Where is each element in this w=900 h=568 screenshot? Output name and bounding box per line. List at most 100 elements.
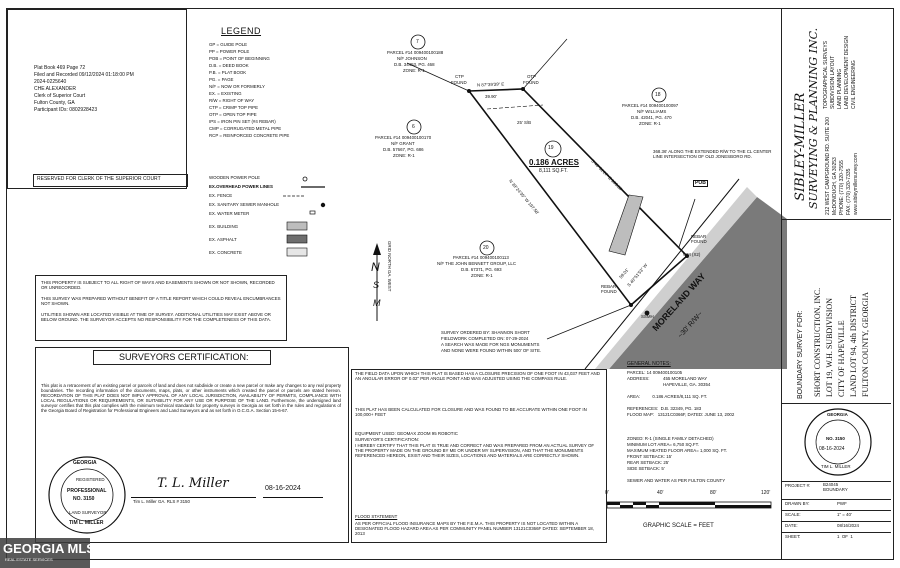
certification-title-box [93,350,271,365]
company-city: McDONOUGH, GA 30253 [832,157,838,215]
recording-line: CHE ALEXANDER [34,86,76,92]
recording-line: Filed and Recorded 09/12/2024 01:18:00 P… [34,72,134,78]
title-seal-state: GEORGIA [827,412,848,417]
parcel-number: 18 [655,92,661,98]
north-n: N [371,260,380,274]
signature: T. L. Miller [157,476,229,491]
survey-info-line: AND NONE WERE FOUND WITHIN 500' OF SITE. [441,348,542,353]
project-row-label: PROJECT #: [785,483,811,488]
parcel-20-line: N/F THE JOHN BENNETT GROUP, LLC [437,261,517,266]
otp-label: OTP [527,74,537,79]
service-item: CIVIL ENGINEERING [851,60,857,109]
parcel-circle [651,87,667,103]
survey-info-line: FIELDWORK COMPLETED ON: 07-29-2024 [441,336,529,341]
closure-text: EQUIPMENT USED: GEOMAX ZOOM 95 ROBOTIC [355,431,458,436]
company-address: 212 WEST CAMPGROUND RD. SUITE 200 [825,117,831,215]
gn-flood-map: FLOOD MAP: 13121C0366F, DATED: JUNE 13, … [627,412,735,417]
north-m: M [373,298,381,308]
legend-symbol-label: EX. ASPHALT [209,237,237,242]
recording-line: 2024-0225640 [34,79,67,85]
project-row-value: 08/16/2024 [837,523,859,528]
north-bearing: N 87°39'39" E [476,81,505,88]
parcel-7-line: PARCEL #14 009400100188 [387,50,444,55]
pob-pointer [678,198,696,248]
gn-parcel: PARCEL: 14 009400100105 [627,370,683,375]
project-row-value: 1 OF 1 [837,534,853,539]
water-meter-icon [309,210,316,215]
building-swatch-icon [286,221,308,231]
parcel-18-line: N/F WILLIAMS [637,109,667,114]
mls-brand: GEORGIA MLS [3,541,95,556]
parcel-number: 6 [412,124,415,130]
parcel-circle [410,34,426,50]
parcel-number: 7 [416,39,419,45]
company-subtitle: SURVEYING & PLANNING INC. [807,27,820,209]
closure-text: SURVEYOR'S CERTIFICATION: [355,437,420,442]
legend-item: POB = POINT OF BEGINNING [209,56,270,61]
scale-tick: 0' [605,490,609,496]
client-name: SHORT CONSTRUCTION, INC. [813,287,822,397]
legend-item: CTP = CRIMP TOP PIPE [209,105,259,110]
reserved-clerk-box [33,174,188,187]
water-meter-label: WM (X2) [683,252,701,257]
boundary-survey-for: BOUNDARY SURVEY FOR: [797,310,804,399]
seal-professional: PROFESSIONAL [67,488,107,494]
gn-min-lot: MINIMUM LOT AREA= 6,750 SQ.FT. [627,442,700,447]
road-asphalt [609,197,787,369]
certification-box [35,347,349,543]
parcel-20-line: ZONE: R-1 [471,273,493,278]
county: FULTON COUNTY, GEORGIA [861,292,870,397]
georgia-seal [48,456,126,534]
survey-info-line: SURVEY ORDERED BY: SHANNON SHORT [441,330,530,335]
project-row-label: SHEET: [785,534,801,539]
legend-item: CMP = CORRUGATED METAL PIPE [209,126,282,131]
ssmh-label: SSMH [641,314,654,319]
gn-side: SIDE SETBACK: 5' [627,466,665,471]
title-divider [781,219,891,220]
legend-item: PP = POWER POLE [209,49,250,54]
gn-max-heated: MAXIMUM HEATED FLOOR AREA= 1,000 SQ. FT. [627,448,728,453]
reserved-clerk-label: RESERVED FOR CLERK OF THE SUPERIOR COURT [37,176,161,182]
north-arrow-head-icon [373,243,381,255]
rebar-found-marker [629,303,633,307]
closure-text: THIS PLAT HAS BEEN CALCULATED FOR CLOSUR… [355,407,587,418]
parcel-circle [406,119,422,135]
legend-symbol-label: EX. CONCRETE [209,250,242,255]
legend-item: IPS = IRON PIN SET (#4 REBAR) [209,119,276,124]
certification-body: This plat is a retracement of an existin… [41,383,341,414]
recording-line: Fulton County, GA [34,100,75,106]
flood-title: FLOOD STATEMENT [355,514,398,519]
disclaimers-box [35,275,287,341]
gn-area: AREA: 0.186 ACRES/8,111 SQ. FT. [627,394,708,399]
certification-title: SURVEYORS CERTIFICATION: [119,352,249,362]
road-shoulder [595,187,757,369]
land-lot: LAND LOT 94, 4th DISTRICT [849,295,858,397]
project-row-label: DRAWN BY: [785,501,810,506]
graphic-scale-bar [607,501,772,509]
company-web: www.sibleymillersurvey.com [853,153,859,215]
title-seal-date: 08-16-2024 [819,446,845,452]
project-row-label: DATE: [785,523,798,528]
legend-item: OTP = OPEN TOP PIPE [209,112,257,117]
ctp-label: CTP [455,74,464,79]
lot-sqft: 8,111 SQ.FT. [539,168,568,174]
seal-number: NO. 3150 [73,496,95,502]
north-s: S [373,280,380,290]
legend-item: EX. = EXISTING [209,91,242,96]
disclaimer: THIS SURVEY WAS PREPARED WITHOUT BENEFIT… [41,296,281,307]
service-item: TOPOGRAPHICAL SURVEYS [823,41,829,109]
title-seal-name: TIM L. MILLER [821,464,851,469]
legend-symbol-label: EX. BUILDING [209,224,239,229]
setback-label: 25' S/B [517,120,532,125]
company-fax: FAX: (770) 320-7335 [846,168,852,215]
right-of-way-line [584,178,740,369]
otp-found-label: FOUND [523,80,539,85]
grid-north-label: GRID NORTH GA. WEST [387,241,392,292]
date-line [263,497,323,498]
legend-item: RCP = REINFORCED CONCRETE PIPE [209,133,290,138]
gn-address-1: 455 MORELAND WAY [663,376,708,381]
parcel-7-line: D.B. 34453, PG. 468 [394,62,435,67]
legend-symbol-label: WOODEN POWER POLE [209,175,260,180]
